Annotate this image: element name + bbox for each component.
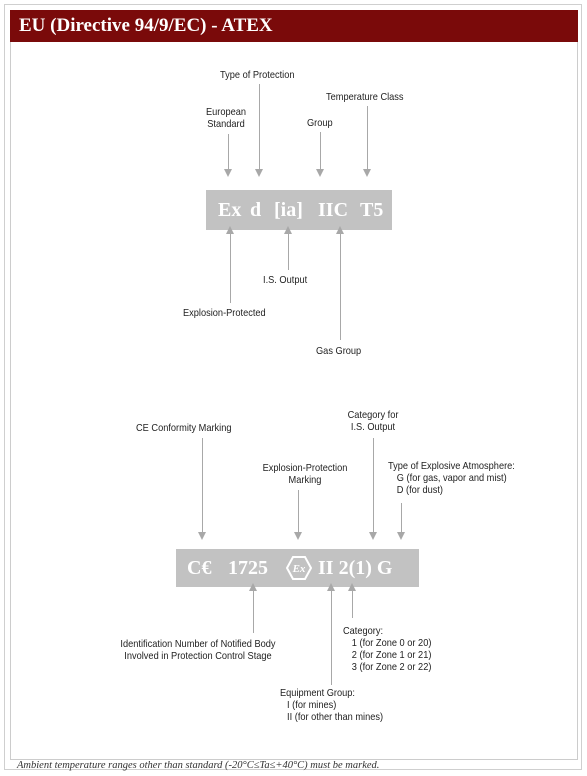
label-line: Marking: [288, 474, 322, 486]
label-european-standard: European Standard: [200, 106, 253, 130]
label-notified-body-id: Identification Number of Notified Body I…: [110, 638, 286, 662]
label-line: II (for other than mines): [287, 711, 384, 723]
label-line: Identification Number of Notified Body: [120, 638, 276, 650]
footnote: Ambient temperature ranges other than st…: [17, 760, 380, 771]
arrow-explosion-protection: [294, 490, 302, 540]
label-line: Standard: [207, 118, 245, 130]
page-title: EU (Directive 94/9/EC) - ATEX: [10, 10, 578, 42]
label-group: Group: [307, 117, 333, 129]
arrow-gas-group: [336, 226, 344, 340]
label-is-output: I.S. Output: [263, 274, 308, 286]
label-explosion-protected: Explosion-Protected: [183, 307, 266, 319]
marking2-code-box: C€ 1725 Ex II 2(1) G: [176, 549, 419, 587]
arrow-is-output: [284, 226, 292, 270]
label-gas-group: Gas Group: [316, 345, 362, 357]
arrow-explosion-protected: [226, 226, 234, 303]
label-line: D (for dust): [396, 484, 444, 496]
label-line: G (for gas, vapor and mist): [396, 472, 507, 484]
arrow-ce-marking: [198, 438, 206, 540]
arrow-group: [316, 132, 324, 177]
group-category-code: II 2(1) G: [318, 557, 393, 579]
code-ia: [ia]: [274, 199, 303, 221]
label-line: European: [205, 106, 247, 118]
label-equipment-group: Equipment Group: I (for mines) II (for o…: [280, 687, 383, 723]
ex-hexagon-text: Ex: [292, 563, 306, 575]
label-type-of-protection: Type of Protection: [220, 69, 295, 81]
arrow-category-is: [369, 438, 377, 540]
marking1-code-box: Ex d [ia] IIC T5: [206, 190, 392, 230]
label-line: Category:: [343, 625, 384, 637]
label-ce-marking: CE Conformity Marking: [136, 422, 232, 434]
label-line: Involved in Protection Control Stage: [124, 650, 272, 662]
code-iic: IIC: [318, 199, 349, 221]
label-line: Explosion-Protection: [262, 462, 348, 474]
label-line: I.S. Output: [350, 421, 396, 433]
label-line: 3 (for Zone 2 or 22): [351, 661, 432, 673]
label-line: Equipment Group:: [280, 687, 355, 699]
arrow-temperature-class: [363, 106, 371, 177]
label-category: Category: 1 (for Zone 0 or 20) 2 (for Zo…: [343, 625, 431, 673]
diagram-panel: [10, 42, 578, 760]
ex-hexagon-icon-svg: Ex: [285, 556, 313, 580]
outer-frame: [4, 4, 582, 770]
arrow-category: [348, 583, 356, 618]
code-d: d: [250, 199, 262, 221]
ce-mark: C€: [187, 557, 212, 579]
label-line: 2 (for Zone 1 or 21): [351, 649, 432, 661]
label-atmosphere-type: Type of Explosive Atmosphere: G (for gas…: [388, 460, 515, 496]
arrow-type-of-protection: [255, 84, 263, 177]
label-explosion-protection-marking: Explosion-Protection Marking: [257, 462, 354, 486]
notified-body-number: 1725: [228, 557, 268, 579]
label-temperature-class: Temperature Class: [326, 91, 404, 103]
label-line: Type of Explosive Atmosphere:: [388, 460, 515, 472]
arrow-european-standard: [224, 134, 232, 177]
arrow-notified-body: [249, 583, 257, 633]
label-category-is-output: Category for I.S. Output: [342, 409, 404, 433]
code-ex: Ex: [218, 199, 242, 221]
label-line: I (for mines): [287, 699, 337, 711]
arrow-equipment-group: [327, 583, 335, 685]
label-line: Category for: [347, 409, 399, 421]
arrow-atmosphere-type: [397, 503, 405, 540]
ex-hexagon-icon: Ex: [285, 555, 313, 581]
label-line: 1 (for Zone 0 or 20): [351, 637, 432, 649]
code-t5: T5: [360, 199, 384, 221]
